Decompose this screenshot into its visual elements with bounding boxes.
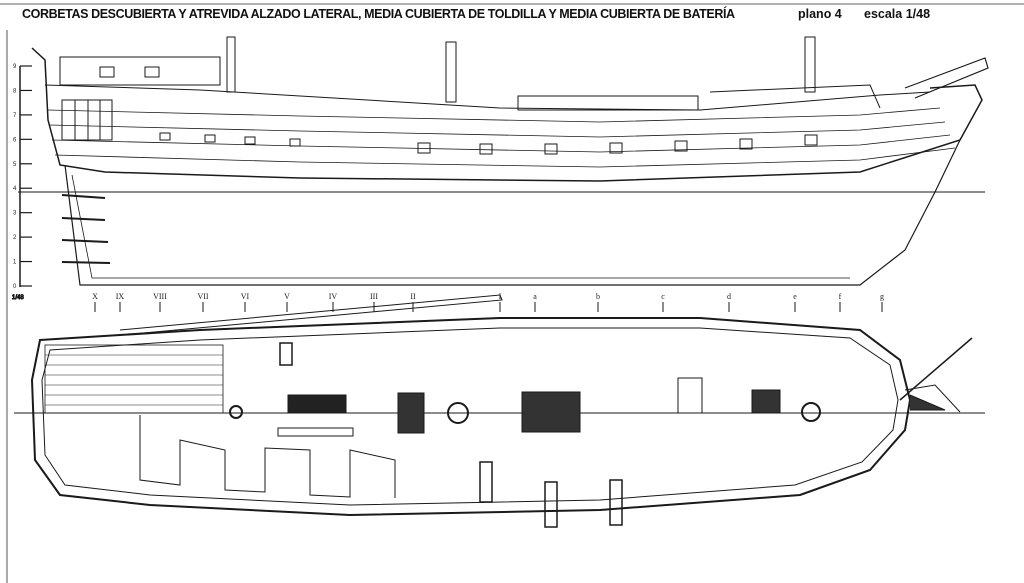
scale-label: 1/48 bbox=[12, 295, 24, 301]
scale-tick-label: 8 bbox=[13, 88, 17, 94]
station-label: b bbox=[596, 292, 600, 301]
station-label: II bbox=[410, 292, 416, 301]
station-marker: a bbox=[533, 292, 537, 312]
station-marker: b bbox=[596, 292, 600, 312]
station-marker: III bbox=[370, 292, 378, 312]
station-label: d bbox=[727, 292, 731, 301]
station-marker: V bbox=[284, 292, 290, 312]
station-marker: g bbox=[880, 292, 884, 312]
station-marker: c bbox=[661, 292, 665, 312]
scale-tick-label: 7 bbox=[13, 113, 17, 119]
plate-number: plano 4 bbox=[798, 7, 842, 21]
station-label: c bbox=[661, 292, 665, 301]
station-marker: d bbox=[727, 292, 731, 312]
scale-tick-label: 3 bbox=[13, 211, 17, 217]
station-marker: VIII bbox=[153, 292, 167, 312]
scale-tick-label: 0 bbox=[13, 284, 17, 290]
station-marker: VII bbox=[197, 292, 209, 312]
scale-tick-label: 6 bbox=[13, 137, 17, 143]
station-label: IV bbox=[329, 292, 338, 301]
station-marker: IX bbox=[116, 292, 125, 312]
scale-tick-label: 1 bbox=[13, 260, 17, 266]
station-label: e bbox=[793, 292, 797, 301]
scale-bar: 9 8 7 6 5 4 3 2 1 0 1/48 bbox=[12, 64, 32, 302]
station-label: X bbox=[92, 292, 98, 301]
station-marker: II bbox=[410, 292, 416, 312]
station-marker: e bbox=[793, 292, 797, 312]
station-label: VI bbox=[241, 292, 250, 301]
scale-tick-label: 9 bbox=[13, 64, 17, 70]
station-label: a bbox=[533, 292, 537, 301]
station-label: IX bbox=[116, 292, 125, 301]
scale-tick-label: 2 bbox=[13, 235, 17, 241]
drawing-title: CORBETAS DESCUBIERTA Y ATREVIDA ALZADO L… bbox=[22, 7, 735, 21]
station-label: V bbox=[284, 292, 290, 301]
station-label: f bbox=[839, 292, 842, 301]
station-label: g bbox=[880, 292, 884, 301]
station-marker: VI bbox=[241, 292, 250, 312]
station-label: VIII bbox=[153, 292, 167, 301]
scale-tick-label: 4 bbox=[13, 186, 17, 192]
side-elevation bbox=[18, 36, 989, 286]
station-marker: f bbox=[839, 292, 842, 312]
scale-tick-label: 5 bbox=[13, 162, 17, 168]
station-marker: IV bbox=[329, 292, 338, 312]
station-label: III bbox=[370, 292, 378, 301]
deck-plan-view bbox=[14, 294, 985, 528]
drawing-scale: escala 1/48 bbox=[864, 7, 931, 21]
station-label: VII bbox=[197, 292, 208, 301]
station-marker: X bbox=[92, 292, 98, 312]
